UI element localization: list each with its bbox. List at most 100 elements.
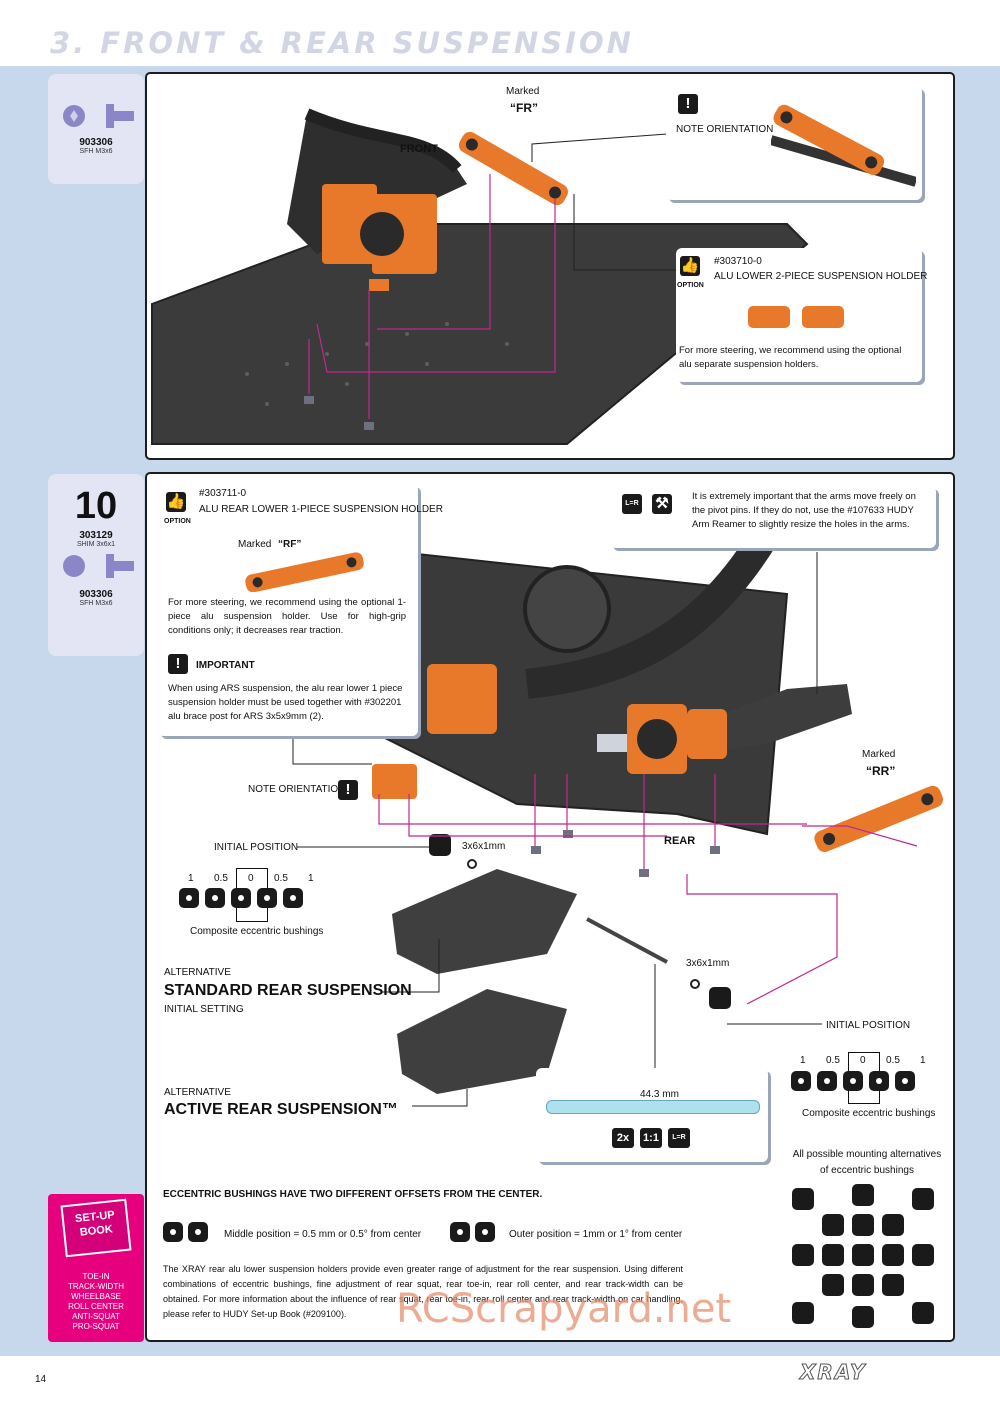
ecc-title: ECCENTRIC BUSHINGS HAVE TWO DIFFERENT OF… [163,1189,543,1200]
outer-position-text: Outer position = 1mm or 1° from center [509,1229,683,1240]
option-tag: OPTION [677,282,704,289]
scale-0-5: 0.5 [826,1055,840,1066]
scale-1: 1 [188,873,194,884]
bushing-icon [791,1071,811,1091]
holder-pair-illustration [748,306,844,328]
warning-icon: ! [678,94,698,114]
bushing-icon [257,888,277,908]
scale-0: 0 [248,873,254,884]
bushing-icon [163,1222,183,1242]
ratio-badge: 1:1 [640,1128,662,1148]
part-desc-1: SHIM 3x6x1 [76,541,116,548]
std-sub: INITIAL SETTING [164,1004,244,1015]
front-suspension-illustration [151,108,809,445]
warning-icon: ! [338,780,358,800]
marked-text: Marked [862,749,896,760]
marked-text: Marked [238,539,272,550]
scale-0-5-right: 0.5 [886,1055,900,1066]
std-alt-label: ALTERNATIVE [164,967,231,978]
lr-icon: L=R [622,494,642,514]
option-tag: OPTION [164,518,191,525]
note-orientation-callout: ! NOTE ORIENTATION [666,86,922,200]
setup-item: PRO-SQUAT [72,1322,120,1331]
option-code: #303710-0 [714,256,762,267]
pivot-note-text: It is extremely important that the arms … [692,491,916,530]
middle-bushings [163,1222,211,1247]
page-number: 14 [35,1374,47,1385]
part-number-2: 903306 [79,589,113,600]
pin-graphic [546,1100,760,1114]
initial-position-label-2: INITIAL POSITION [826,1020,911,1031]
composite-label: Composite eccentric bushings [190,926,324,937]
setup-item: TOE-IN [82,1272,110,1281]
bushing-icon [895,1071,915,1091]
bushing-icon [450,1222,470,1242]
option-text: For more steering, we recommend using th… [168,597,406,636]
bushing-icon [843,1071,863,1091]
bushing-icon [475,1222,495,1242]
note-orientation-label: NOTE ORIENTATION [676,124,774,135]
pivot-note-callout: L=R ⚒ It is extremely important that the… [610,486,936,548]
bushing-icon [205,888,225,908]
scale-0: 0 [860,1055,866,1066]
composite-label-2: Composite eccentric bushings [802,1108,936,1119]
option-callout-bottom: 👍 OPTION #303711-0 ALU REAR LOWER 1-PIEC… [158,484,443,736]
scale-0-5-right: 0.5 [274,873,288,884]
option-callout-top: 👍 OPTION #303710-0 ALU LOWER 2-PIECE SUS… [676,248,927,382]
body-text: The XRAY rear alu lower suspension holde… [163,1264,683,1319]
bushing-icon [179,888,199,908]
scale-1-right: 1 [308,873,314,884]
marked-fr: “FR” [510,101,538,115]
mounting-grid [792,1184,934,1328]
initial-position-label: INITIAL POSITION [214,842,299,853]
lr-badge: L=R [668,1128,690,1148]
brand-logo: XRAY [800,1360,867,1385]
std-title: STANDARD REAR SUSPENSION [164,982,412,999]
bushing-icon [817,1071,837,1091]
screw-icon [63,554,134,578]
bushing-row-2 [788,1071,918,1096]
option-text: For more steering, we recommend using th… [679,345,902,370]
pin-length: 44.3 mm [640,1089,679,1100]
holder-illustration [245,552,364,592]
warning-icon: ! [168,654,188,674]
scale-1: 1 [800,1055,806,1066]
bushing-row [176,888,306,913]
option-name: ALU REAR LOWER 1-PIECE SUSPENSION HOLDER [199,504,443,515]
screw-icon [63,104,134,128]
setup-item: WHEELBASE [71,1292,121,1301]
book-icon: SET-UP BOOK [60,1198,132,1258]
setup-items: TOE-IN TRACK-WIDTH WHEELBASE ROLL CENTER… [48,1272,144,1332]
page-title: 3. FRONT & REAR SUSPENSION [50,26,634,60]
note-orientation-label: NOTE ORIENTATION [248,784,346,795]
important-text: When using ARS suspension, the alu rear … [168,683,403,722]
bushing-icon [869,1071,889,1091]
shim-size-2: 3x6x1mm [686,958,730,969]
reamer-icon: ⚒ [652,494,672,514]
act-alt-label: ALTERNATIVE [164,1087,231,1098]
thumbs-up-icon: 👍 [680,256,700,276]
front-label: FRONT [400,143,438,155]
setup-item: ROLL CENTER [68,1302,124,1311]
bushing-icon [283,888,303,908]
option-name: ALU LOWER 2-PIECE SUSPENSION HOLDER [714,271,928,282]
important-title: IMPORTANT [196,660,255,671]
shim-size-1: 3x6x1mm [462,841,506,852]
setup-item: TRACK-WIDTH [68,1282,124,1291]
qty-badge: 2x [612,1128,634,1148]
part-number: 903306 [79,137,113,148]
part-number-1: 303129 [79,530,113,541]
part-desc-2: SFH M3x6 [79,600,113,607]
rear-label: REAR [664,835,696,847]
setup-book-badge: SET-UP BOOK TOE-IN TRACK-WIDTH WHEELBASE… [48,1194,144,1342]
act-title: ACTIVE REAR SUSPENSION™ [164,1101,398,1118]
thumbs-up-icon: 👍 [166,492,186,512]
watermark: RCScrapyard.net [396,1286,732,1332]
rear-suspension-illustration [292,506,943,1107]
scale-1-right: 1 [920,1055,926,1066]
marked-rr: “RR” [866,764,896,778]
outer-bushings [450,1222,498,1247]
part-desc: SFH M3x6 [79,148,113,155]
pin-length-callout: 44.3 mm 2x 1:1 L=R [536,1068,768,1162]
setup-item: ANTI-SQUAT [72,1312,120,1321]
